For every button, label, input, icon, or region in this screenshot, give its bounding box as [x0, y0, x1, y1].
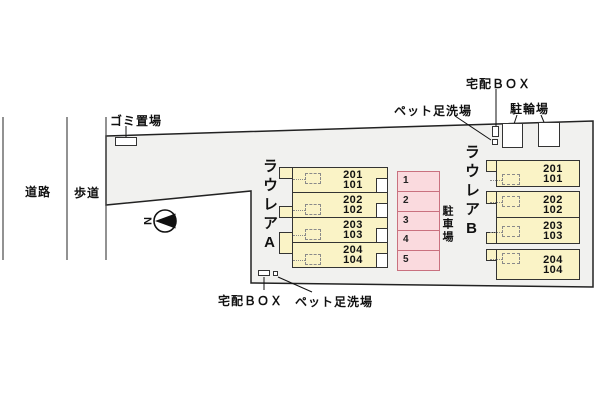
pet-wash-bottom-label: ペット足洗場	[295, 295, 374, 309]
entry-path	[293, 210, 305, 211]
entry-path	[293, 260, 305, 261]
entry-mark	[502, 226, 520, 237]
entry-path	[490, 202, 502, 203]
pet-wash-bottom-spot	[273, 271, 278, 276]
entry-mark	[502, 174, 520, 185]
bicycle-rack-left	[502, 123, 523, 148]
parking-stall-1: 1	[398, 172, 439, 192]
delivery-box-top-label: 宅配ＢＯＸ	[466, 77, 532, 91]
pet-wash-top-label: ペット足洗場	[394, 104, 473, 118]
building-a-name: ラウレアA	[261, 158, 278, 255]
pet-wash-top-spot	[492, 139, 498, 145]
road-label: 道路	[25, 185, 52, 199]
sidewalk-label: 歩道	[74, 186, 101, 200]
pet-top-leader-line	[454, 115, 492, 141]
parking-stall-2: 2	[398, 192, 439, 212]
garbage-area-label: ゴミ置場	[110, 114, 163, 128]
stair-porch	[376, 178, 388, 193]
building-b-name: ラウレアB	[463, 144, 480, 241]
north-compass: N	[141, 209, 177, 233]
building-a-tab	[279, 206, 293, 218]
parking-stall-3: 3	[398, 212, 439, 232]
pet-bottom-leader-line	[277, 276, 313, 293]
entry-path	[490, 180, 502, 181]
delivery-box-bottom	[258, 270, 270, 276]
parking-lot: 1 2 3 4 5	[397, 171, 440, 271]
compass-arrow-icon	[155, 213, 176, 229]
entry-mark	[305, 229, 321, 240]
stair-porch	[376, 228, 388, 243]
entry-mark	[502, 253, 520, 264]
entry-path	[293, 235, 305, 236]
entry-mark	[305, 254, 321, 265]
compass-north-letter: N	[141, 217, 153, 225]
building-a-tab	[279, 167, 293, 179]
bicycle-rack-right	[538, 122, 560, 147]
delivery-box-bottom-label: 宅配ＢＯＸ	[218, 294, 284, 308]
entry-path	[490, 259, 502, 260]
entry-mark	[502, 196, 520, 207]
entry-path	[293, 179, 305, 180]
building-a-tab	[279, 232, 293, 254]
parking-stall-5: 5	[403, 254, 409, 266]
entry-mark	[305, 173, 321, 184]
entry-path	[490, 232, 502, 233]
garbage-area-box	[115, 137, 137, 146]
stair-porch	[376, 203, 388, 218]
entry-mark	[305, 204, 321, 215]
delivery-box-top	[492, 126, 499, 137]
bicycle-parking-label: 駐輪場	[510, 102, 550, 116]
parking-label: 駐車場	[441, 205, 453, 244]
stair-porch	[376, 253, 388, 268]
parking-stall-4: 4	[398, 231, 439, 252]
